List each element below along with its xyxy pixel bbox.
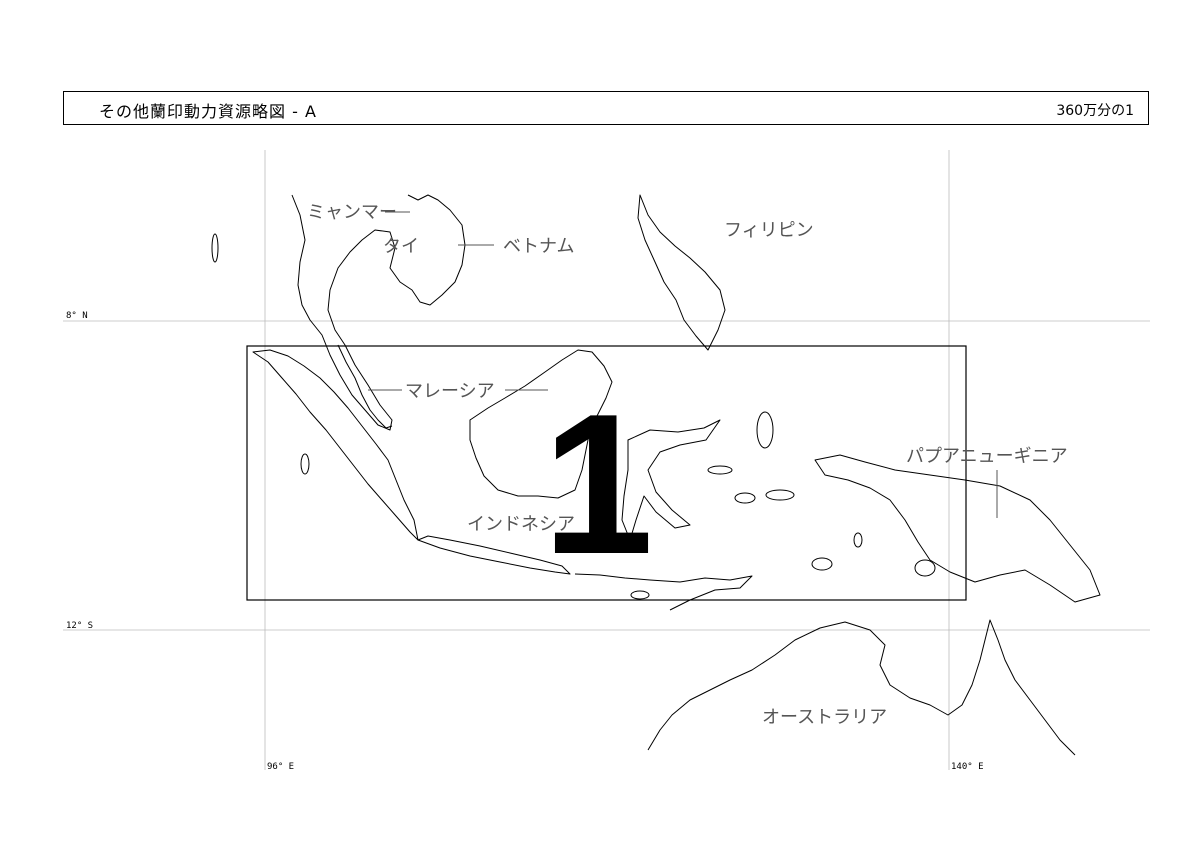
map-scale: 360万分の1: [1056, 103, 1134, 119]
sheet-number: 1: [542, 373, 653, 596]
title-bar: その他蘭印動力資源略図 - A 360万分の1: [63, 91, 1149, 125]
island: [300, 453, 310, 475]
label-australia: オーストラリア: [762, 707, 887, 728]
coast-java: [417, 535, 571, 575]
coord-lon-west: 96° E: [267, 762, 294, 772]
coast-australia: [647, 619, 1076, 756]
island: [914, 559, 936, 577]
coast-lesser-sunda: [574, 573, 753, 611]
label-papua-new-guinea: パプアニューギニア: [906, 446, 1068, 467]
island: [707, 465, 733, 475]
island: [211, 233, 219, 263]
label-philippines: フィリピン: [724, 220, 814, 241]
coast-new-guinea: [814, 454, 1101, 603]
coast-sumatra: [252, 349, 419, 541]
coast-indochina: [291, 194, 466, 431]
coord-lat-south: 12° S: [66, 621, 93, 631]
label-thailand: タイ: [383, 236, 419, 257]
coast-malay-peninsula: [337, 344, 393, 429]
island: [811, 557, 833, 571]
map-title: その他蘭印動力資源略図 - A: [99, 102, 317, 121]
island: [765, 489, 795, 501]
island: [630, 590, 650, 600]
label-malaysia: マレーシア: [405, 381, 495, 402]
label-vietnam: ベトナム: [503, 236, 574, 257]
island: [853, 532, 863, 548]
coastlines: [211, 194, 1101, 756]
coord-lat-north: 8° N: [66, 311, 88, 321]
coast-philippines: [637, 194, 726, 351]
coord-lon-east: 140° E: [951, 762, 984, 772]
coast-sulawesi: [621, 419, 721, 541]
index-rectangle: [246, 345, 967, 601]
label-myanmar: ミャンマー: [307, 202, 397, 223]
island: [734, 492, 756, 504]
island: [756, 411, 774, 449]
coast-borneo: [469, 349, 613, 499]
label-indonesia: インドネシア: [467, 514, 575, 535]
